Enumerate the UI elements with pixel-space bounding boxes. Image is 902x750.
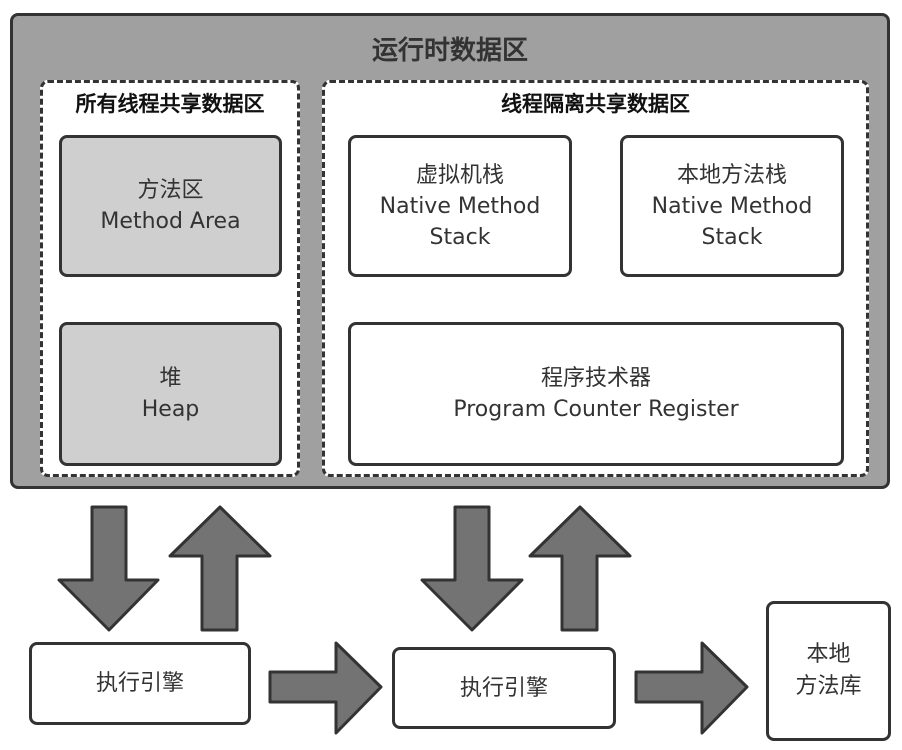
vm-stack-box: 虚拟机栈 Native Method Stack — [348, 135, 572, 277]
isolated-data-zone-title: 线程隔离共享数据区 — [501, 92, 690, 116]
vm-stack-cn-label: 虚拟机栈 — [415, 162, 504, 188]
heap-cn-label: 堆 — [159, 366, 182, 391]
arrow-right-2 — [634, 641, 749, 735]
arrow-up-2 — [528, 505, 632, 632]
method-area-en-label: Method Area — [100, 209, 241, 234]
native-stack-en-label-1: Native Method — [651, 193, 813, 219]
execution-engine-box-2: 执行引擎 — [392, 647, 616, 729]
native-stack-cn-label: 本地方法栈 — [676, 162, 787, 188]
execution-engine-label-1: 执行引擎 — [95, 671, 184, 696]
vm-stack-en-label-1: Native Method — [379, 193, 541, 219]
pc-register-cn-label: 程序技术器 — [540, 366, 651, 391]
heap-box: 堆 Heap — [59, 322, 282, 466]
native-method-library-box: 本地 方法库 — [766, 601, 891, 741]
execution-engine-box-1: 执行引擎 — [29, 642, 251, 725]
execution-engine-label-2: 执行引擎 — [459, 675, 548, 701]
pc-register-en-label: Program Counter Register — [453, 397, 739, 422]
method-area-box: 方法区 Method Area — [59, 135, 282, 277]
arrow-up-1 — [168, 505, 272, 632]
method-area-cn-label: 方法区 — [137, 178, 204, 203]
native-stack-en-label-2: Stack — [701, 224, 763, 250]
program-counter-register-box: 程序技术器 Program Counter Register — [348, 322, 844, 466]
native-library-label-2: 方法库 — [795, 674, 862, 699]
native-method-stack-box: 本地方法栈 Native Method Stack — [620, 135, 844, 277]
native-library-label-1: 本地 — [806, 642, 851, 667]
arrow-right-1 — [268, 641, 383, 735]
arrow-down-2 — [420, 505, 524, 632]
heap-en-label: Heap — [141, 397, 200, 422]
arrow-down-1 — [57, 505, 160, 632]
runtime-data-area-title: 运行时数据区 — [371, 36, 528, 66]
shared-data-zone-title: 所有线程共享数据区 — [75, 92, 265, 116]
vm-stack-en-label-2: Stack — [429, 224, 491, 250]
